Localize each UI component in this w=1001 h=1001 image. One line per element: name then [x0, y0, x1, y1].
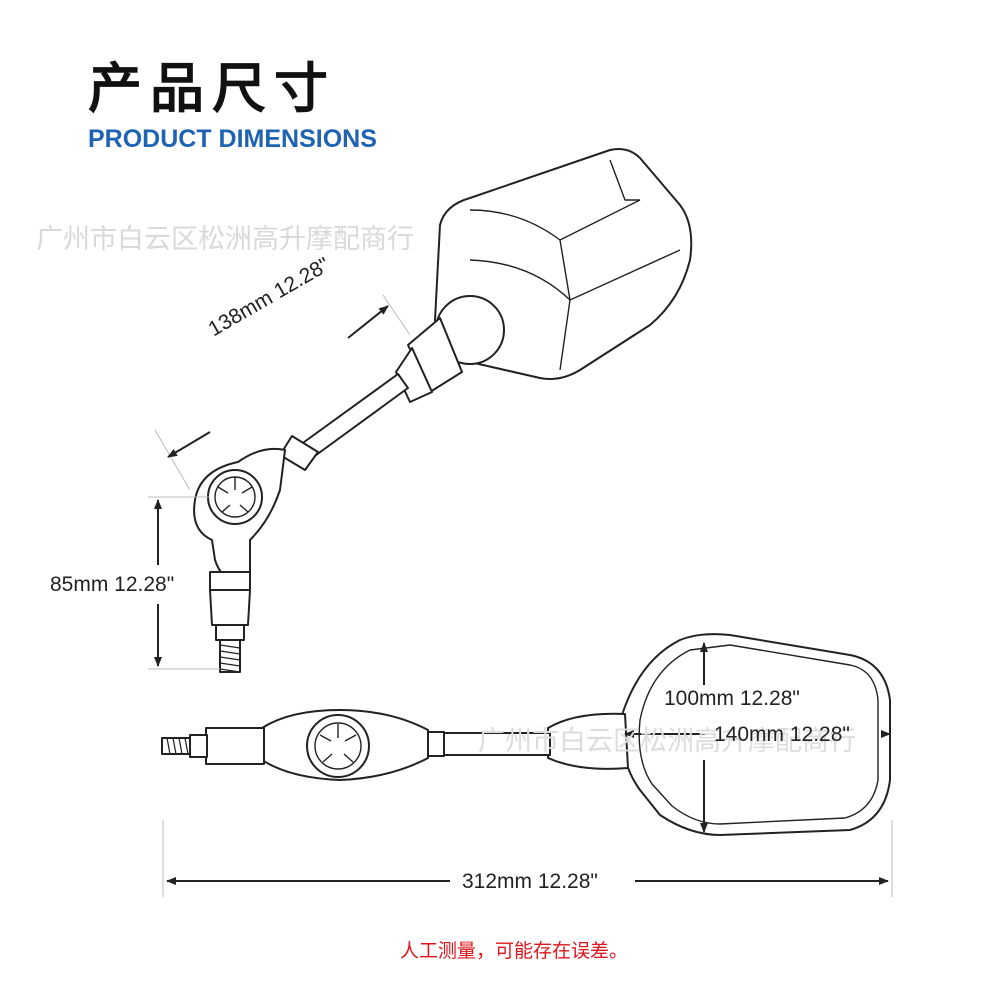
angled-mirror	[193, 148, 693, 673]
flat-mirror	[161, 633, 891, 836]
watermark-top: 广州市白云区松洲高升摩配商行	[36, 224, 414, 255]
watermark-bottom: 广州市白云区松洲高升摩配商行	[478, 726, 856, 757]
mirror-height-label: 100mm 12.28"	[664, 687, 800, 710]
mirror-head-flat	[620, 633, 891, 836]
page-title: 产品尺寸	[88, 57, 336, 120]
dimension-lines-top	[148, 294, 411, 670]
page-subtitle: PRODUCT DIMENSIONS	[88, 125, 377, 153]
stem-height-label: 85mm 12.28"	[50, 573, 175, 596]
dimension-lines-bottom	[162, 642, 893, 897]
measurement-note: 人工测量，可能存在误差。	[400, 940, 629, 962]
mirror-width-label: 140mm 12.28"	[714, 723, 850, 746]
total-length-label: 312mm 12.28"	[458, 871, 602, 892]
